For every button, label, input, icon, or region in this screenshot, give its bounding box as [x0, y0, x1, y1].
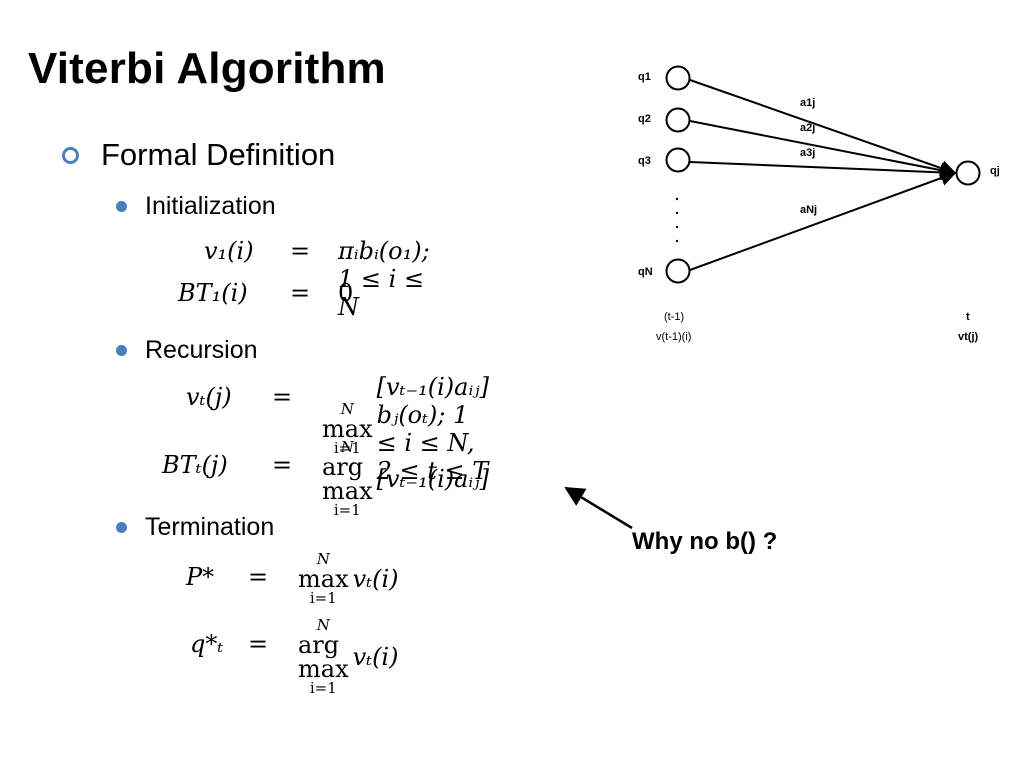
- rec-rhs-1: N max i=1 [vₜ₋₁(i)aᵢⱼ] bⱼ(oₜ); 1 ≤ i ≤ N…: [322, 373, 489, 485]
- init-lhs-2: BT₁(i): [178, 279, 248, 307]
- edge-q3-qj: [689, 161, 957, 181]
- label-q2: q2: [638, 113, 651, 125]
- init-lhs-1: v₁(i): [204, 237, 254, 265]
- edge-q1-qj: [689, 79, 957, 176]
- node-qj: [955, 160, 981, 186]
- slide-title: Viterbi Algorithm: [28, 44, 386, 93]
- argmax-operator: N arg max i=1: [322, 438, 373, 519]
- term-rhs-2: N arg max i=1 vₜ(i): [298, 616, 399, 697]
- term-rhs-1: N max i=1 vₜ(i): [298, 550, 399, 607]
- bullet-text: Formal Definition: [101, 137, 336, 172]
- dot-bullet-icon: [116, 201, 127, 212]
- rec-rhs-2: N arg max i=1 [vₜ₋₁(i)aᵢⱼ]: [322, 438, 489, 519]
- equals-sign: =: [272, 383, 293, 411]
- bullet-initialization: Initialization: [116, 192, 276, 221]
- label-qN: qN: [638, 266, 653, 278]
- edge-q2-qj: [689, 120, 957, 179]
- annotation-why-no-b: Why no b() ?: [632, 528, 778, 555]
- edge-label-a2j: a2j: [800, 122, 815, 134]
- ring-bullet-icon: [62, 146, 79, 164]
- node-qN: [665, 258, 691, 284]
- node-q3: [665, 147, 691, 173]
- rec-lhs-2: BTₜ(j): [162, 451, 228, 479]
- bullet-formal-definition: Formal Definition: [62, 137, 335, 173]
- term-lhs-2: q*ₜ: [190, 630, 224, 658]
- edge-qN-qj: [689, 170, 957, 271]
- equals-sign: =: [272, 451, 293, 479]
- equals-sign: =: [290, 237, 311, 265]
- init-rhs-1: πᵢbᵢ(o₁); 1 ≤ i ≤ N: [338, 237, 430, 321]
- edge-label-a1j: a1j: [800, 97, 815, 109]
- ellipsis-dots: [675, 197, 679, 243]
- init-rhs-2: 0: [338, 279, 354, 307]
- label-q1: q1: [638, 71, 651, 83]
- max-operator: N max i=1: [298, 550, 349, 607]
- dot-bullet-icon: [116, 522, 127, 533]
- bullet-text: Recursion: [145, 336, 258, 364]
- annotation-arrow: [564, 486, 633, 530]
- label-right-time: t: [966, 311, 970, 323]
- label-left-time: (t-1): [664, 311, 684, 323]
- rec-lhs-1: vₜ(j): [186, 383, 232, 411]
- label-right-var: vt(j): [958, 331, 979, 343]
- equals-sign: =: [248, 563, 269, 591]
- label-q3: q3: [638, 155, 651, 167]
- bullet-text: Termination: [145, 513, 275, 541]
- argmax-operator: N arg max i=1: [298, 616, 349, 697]
- bullet-termination: Termination: [116, 513, 274, 542]
- max-operator: N max i=1: [322, 400, 373, 457]
- node-q1: [665, 65, 691, 91]
- equals-sign: =: [248, 630, 269, 658]
- dot-bullet-icon: [116, 345, 127, 356]
- equals-sign: =: [290, 279, 311, 307]
- bullet-recursion: Recursion: [116, 336, 258, 365]
- label-qj: qj: [990, 165, 1000, 177]
- node-q2: [665, 107, 691, 133]
- bullet-text: Initialization: [145, 192, 276, 220]
- term-lhs-1: P*: [186, 563, 215, 591]
- label-left-var: v(t-1)(i): [656, 331, 691, 343]
- edge-label-aNj: aNj: [800, 204, 817, 216]
- edge-label-a3j: a3j: [800, 147, 815, 159]
